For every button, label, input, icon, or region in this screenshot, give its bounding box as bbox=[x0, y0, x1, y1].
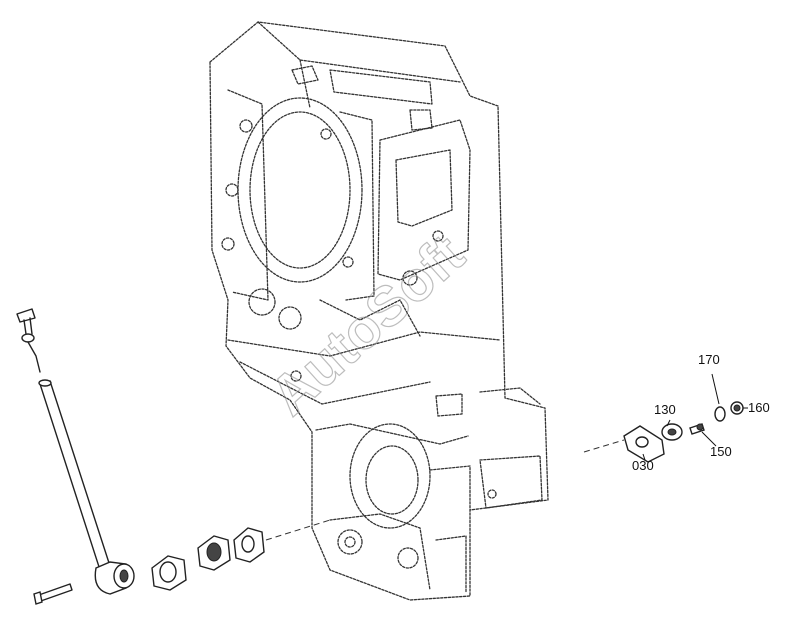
transmission-housing bbox=[209, 21, 549, 601]
callout-170: 170 bbox=[698, 352, 720, 367]
leader-170 bbox=[711, 373, 720, 405]
callout-130: 130 bbox=[654, 402, 676, 417]
leader-130 bbox=[666, 419, 671, 427]
callout-160: 160 bbox=[748, 400, 770, 415]
watermark: AutoSoft bbox=[258, 222, 476, 427]
side-cover-parts bbox=[583, 401, 744, 463]
leader-150 bbox=[701, 431, 717, 447]
leader-030 bbox=[642, 453, 646, 461]
callout-150: 150 bbox=[710, 444, 732, 459]
dipstick-assembly bbox=[16, 308, 135, 605]
callout-030: 030 bbox=[632, 458, 654, 473]
lower-flange-gaskets bbox=[151, 519, 331, 591]
